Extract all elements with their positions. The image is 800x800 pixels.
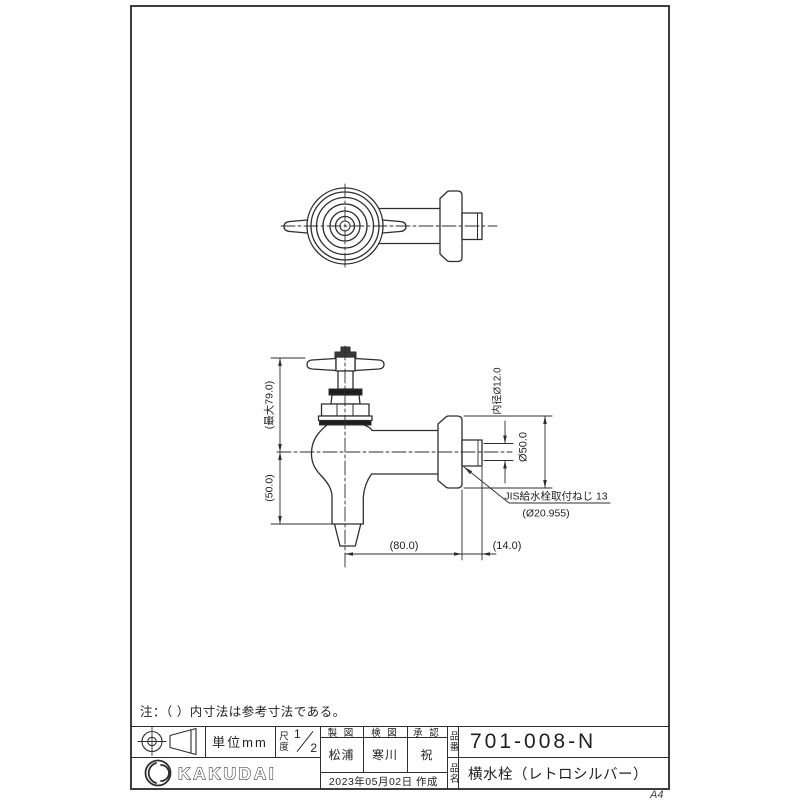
drawing-frame bbox=[130, 5, 670, 790]
brand-wordmark: KAKUDAI bbox=[178, 764, 276, 784]
body-under-tube bbox=[362, 473, 373, 525]
dim-spout-drop: (50.0) bbox=[264, 474, 276, 501]
approver-name: 祝 bbox=[420, 748, 434, 762]
unit-label: 単位mm bbox=[212, 735, 268, 750]
dim-flange-diameter: Ø50.0 bbox=[518, 432, 530, 462]
handle-wing-left bbox=[306, 357, 337, 372]
body-outline-left bbox=[310, 424, 333, 525]
centerlines-front-view bbox=[276, 345, 513, 569]
dimension-arrowheads bbox=[278, 358, 547, 556]
thread-diameter-note: (Ø20.955) bbox=[522, 508, 569, 520]
connection-nut-front bbox=[461, 439, 483, 467]
body-tube-top-view bbox=[371, 207, 441, 245]
handle-wing-right bbox=[354, 357, 385, 372]
product-name-label: 品名 bbox=[447, 763, 459, 784]
packing-band bbox=[328, 388, 363, 396]
kakudai-logo-icon bbox=[144, 759, 172, 787]
dim-height-max: (最大79.0) bbox=[263, 381, 276, 429]
drafter-name: 松浦 bbox=[328, 748, 355, 762]
approval-header: 承 認 bbox=[413, 727, 441, 739]
handle-cap-nub bbox=[340, 346, 351, 353]
reference-dimension-note: 注：（ ）内寸法は参考寸法である。 bbox=[140, 705, 346, 719]
top-view bbox=[280, 183, 498, 271]
front-view bbox=[276, 345, 513, 569]
handle-wing-left-top bbox=[283, 218, 314, 235]
body-outline-right bbox=[363, 424, 373, 432]
spindle bbox=[337, 370, 354, 390]
kakudai-logo: KAKUDAI bbox=[144, 759, 276, 787]
scale-label: 尺度 bbox=[277, 731, 288, 752]
dimension-texts: (最大79.0) (50.0) 内径Ø12.0 Ø50.0 (80.0) (14… bbox=[263, 367, 608, 552]
dim-body-length: (80.0) bbox=[390, 540, 419, 552]
scale-denominator: 2 bbox=[310, 741, 317, 755]
body-tube-front bbox=[370, 429, 441, 475]
product-name: 横水栓（レトロシルバー） bbox=[468, 767, 648, 783]
handle-wing-right-top bbox=[376, 218, 407, 235]
dim-inner-diameter: 内径Ø12.0 bbox=[491, 367, 504, 415]
drafting-header: 製 図 bbox=[327, 727, 356, 739]
centerlines-top-view bbox=[280, 183, 498, 271]
part-no-label: 品番 bbox=[447, 731, 459, 752]
checker-name: 寒川 bbox=[371, 748, 398, 762]
spout bbox=[331, 523, 364, 547]
bonnet bbox=[330, 394, 361, 405]
part-number: 701-008-N bbox=[470, 729, 597, 753]
dim-wall-clearance: (14.0) bbox=[493, 540, 522, 552]
third-angle-projection-icon bbox=[137, 727, 197, 756]
checking-header: 検 図 bbox=[371, 727, 399, 739]
thread-spec-note: JIS給水栓取付ねじ 13 bbox=[504, 490, 607, 503]
creation-date: 2023年05月02日 作成 bbox=[328, 775, 439, 788]
paper-size-label: A4 bbox=[650, 789, 664, 800]
scale-value: 1 2 bbox=[291, 727, 319, 756]
dimension-lines bbox=[270, 357, 611, 561]
scale-numerator: 1 bbox=[294, 727, 301, 741]
handle-hub bbox=[335, 356, 356, 372]
